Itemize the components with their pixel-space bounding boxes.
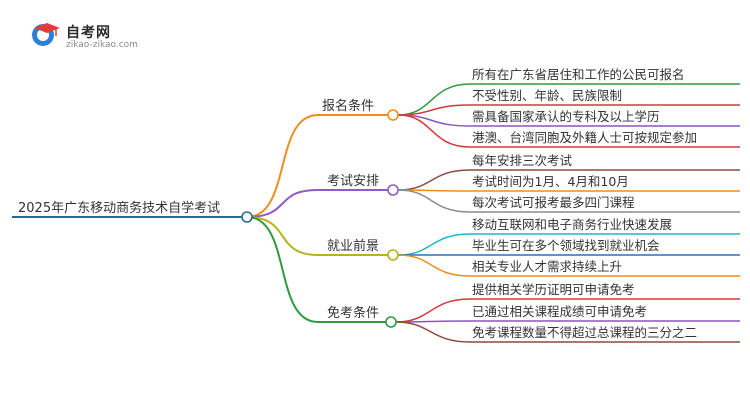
branch-to-leaf-link <box>397 254 471 277</box>
leaf-label: 需具备国家承认的专科及以上学历 <box>472 109 660 124</box>
leaf-label: 每次考试可报考最多四门课程 <box>472 195 635 210</box>
branch-label: 报名条件 <box>322 98 374 114</box>
root-to-branch-link-2 <box>246 189 319 218</box>
branch-to-leaf-link <box>395 321 471 343</box>
branch-to-leaf-link <box>397 83 471 116</box>
leaf-label: 相关专业人才需求持续上升 <box>472 259 622 274</box>
branch-to-leaf-link <box>397 233 471 256</box>
leaf-label: 每年安排三次考试 <box>472 153 573 168</box>
branch-label: 考试安排 <box>327 174 379 189</box>
branch-node-circle <box>387 249 399 261</box>
leaf-node[interactable]: 所有在广东省居住和工作的公民可报名 <box>470 67 740 85</box>
branch-node-circle <box>387 109 399 121</box>
branch-1[interactable]: 报名条件 <box>318 98 399 121</box>
branch-label: 就业前景 <box>327 238 379 254</box>
root-node-circle <box>241 211 253 223</box>
leaf-node[interactable]: 每次考试可报考最多四门课程 <box>470 195 740 213</box>
branch-to-leaf-link <box>397 189 471 213</box>
leaf-node[interactable]: 毕业生可在多个领域找到就业机会 <box>470 238 740 256</box>
leaf-label: 考试时间为1月、4月和10月 <box>472 174 629 189</box>
logo-title: 自考网 <box>66 25 111 41</box>
branch-to-leaf-link <box>397 114 471 148</box>
leaf-label: 已通过相关课程成绩可申请免考 <box>472 304 647 319</box>
leaf-label: 毕业生可在多个领域找到就业机会 <box>472 238 660 253</box>
leaf-node[interactable]: 相关专业人才需求持续上升 <box>470 259 740 277</box>
leaf-node[interactable]: 免考课程数量不得超过总课程的三分之二 <box>470 325 740 343</box>
branch-label: 免考条件 <box>327 305 379 321</box>
site-logo[interactable]: 自考网 zikao-zikao.com <box>30 18 160 58</box>
mind-map-links <box>246 83 471 343</box>
leaf-label: 港澳、台湾同胞及外籍人士可按规定参加 <box>472 130 697 145</box>
leaf-label: 提供相关学历证明可申请免考 <box>472 282 635 297</box>
root-label: 2025年广东移动商务技术自学考试 <box>18 200 220 216</box>
leaf-node[interactable]: 考试时间为1月、4月和10月 <box>470 174 740 192</box>
branch-2[interactable]: 考试安排 <box>318 174 399 196</box>
leaf-node[interactable]: 不受性别、年龄、民族限制 <box>470 88 740 106</box>
branch-node-circle <box>385 316 397 328</box>
branch-4[interactable]: 免考条件 <box>318 305 397 328</box>
branch-to-leaf-link <box>395 298 471 323</box>
leaf-node[interactable]: 每年安排三次考试 <box>470 153 740 171</box>
leaf-label: 免考课程数量不得超过总课程的三分之二 <box>472 325 697 340</box>
branch-3[interactable]: 就业前景 <box>318 238 399 261</box>
leaf-node[interactable]: 港澳、台湾同胞及外籍人士可按规定参加 <box>470 130 740 148</box>
leaf-node[interactable]: 提供相关学历证明可申请免考 <box>470 282 740 300</box>
branches: 所有在广东省居住和工作的公民可报名不受性别、年龄、民族限制需具备国家承认的专科及… <box>318 67 740 343</box>
branch-to-leaf-link <box>397 169 471 191</box>
leaf-node[interactable]: 已通过相关课程成绩可申请免考 <box>470 304 740 322</box>
root-to-branch-link-1 <box>246 114 319 218</box>
branch-node-circle <box>387 184 399 196</box>
leaf-node[interactable]: 移动互联网和电子商务行业快速发展 <box>470 217 740 235</box>
leaf-label: 不受性别、年龄、民族限制 <box>472 88 622 103</box>
leaf-label: 移动互联网和电子商务行业快速发展 <box>472 217 672 232</box>
leaf-node[interactable]: 需具备国家承认的专科及以上学历 <box>470 109 740 127</box>
graduation-cap-logo-icon <box>32 23 60 46</box>
root-to-branch-link-3 <box>246 216 319 256</box>
leaf-label: 所有在广东省居住和工作的公民可报名 <box>472 67 685 82</box>
root-node[interactable]: 2025年广东移动商务技术自学考试 <box>12 200 253 223</box>
root-to-branch-link-4 <box>246 216 319 323</box>
logo-url: zikao-zikao.com <box>66 40 138 50</box>
